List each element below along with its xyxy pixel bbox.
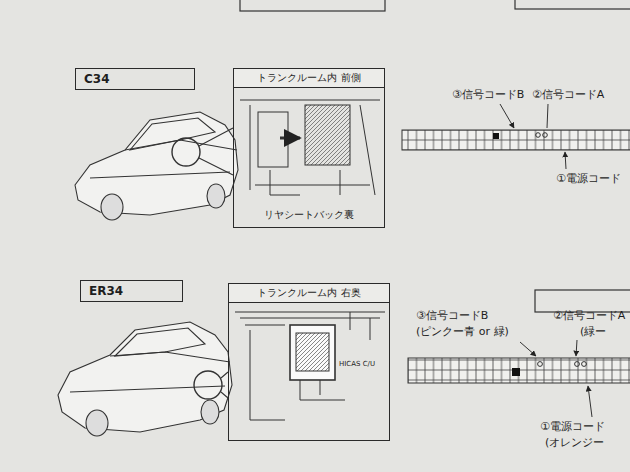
leader-line — [199, 128, 233, 175]
cut-box — [535, 290, 630, 312]
location-heading: トランクルーム内 前側 — [234, 69, 384, 88]
control-unit — [290, 325, 335, 380]
connector-strip — [408, 340, 630, 417]
wire-label: ①電源コード — [556, 172, 621, 185]
model-box: C34 — [75, 68, 195, 90]
pin-mark — [536, 133, 541, 138]
leader-line — [500, 104, 514, 128]
model-name: ER34 — [81, 281, 182, 301]
focus-circle — [194, 371, 222, 399]
leader-line — [588, 386, 592, 417]
car-window — [115, 328, 205, 356]
car-body — [75, 112, 238, 215]
wire-label: (ピンクー青 or 緑) — [416, 325, 509, 338]
pin-mark — [493, 133, 499, 139]
car-body — [58, 322, 232, 432]
trunk-picture — [235, 312, 385, 420]
pin-mark — [538, 362, 543, 367]
pin-mark — [543, 133, 548, 138]
pin-mark — [582, 362, 587, 367]
car-line — [90, 140, 237, 178]
connector-strip — [402, 104, 630, 169]
model-box: ER34 — [80, 280, 183, 302]
leader-line — [221, 372, 228, 398]
leader-line — [565, 152, 566, 169]
control-unit — [296, 333, 329, 371]
connector-strip — [408, 358, 630, 383]
location-note: リヤシートバック裏 — [234, 208, 384, 221]
trunk-line — [245, 325, 285, 420]
trunk-line — [270, 170, 340, 195]
trunk-line — [300, 380, 345, 400]
part-name: HICAS C/U — [339, 360, 375, 369]
cut-box — [240, 0, 630, 312]
trunk-line — [240, 100, 380, 195]
wire-label: (緑ー — [580, 325, 606, 338]
pin-mark — [512, 368, 520, 376]
control-unit — [305, 105, 350, 165]
location-heading: トランクルーム内 右奥 — [229, 284, 389, 303]
car-window — [130, 118, 215, 150]
cut-box — [515, 0, 630, 9]
leader-line — [576, 340, 577, 356]
pointer-arrow — [280, 137, 300, 140]
wire-label: ①電源コード — [540, 420, 605, 433]
car-wheel — [101, 194, 123, 220]
trunk-picture — [240, 100, 380, 195]
car-drawing — [58, 322, 232, 436]
focus-circle — [172, 138, 200, 166]
pin-mark — [575, 362, 580, 367]
wire-label: ②信号コードA — [532, 88, 604, 101]
connector-strip — [402, 130, 630, 150]
car-wheel — [207, 184, 225, 208]
model-name: C34 — [76, 69, 194, 89]
wire-label: (オレンジー — [545, 436, 604, 449]
car-line — [70, 352, 230, 392]
car-drawing — [75, 112, 238, 220]
cut-box — [240, 0, 385, 11]
leader-line — [547, 104, 548, 128]
location-callout: トランクルーム内 前側リヤシートバック裏 — [233, 68, 385, 228]
car-wheel — [201, 400, 219, 424]
leader-line — [520, 342, 536, 356]
wire-label: ③信号コードB — [416, 309, 488, 322]
wire-label: ②信号コードA — [553, 309, 625, 322]
car-wheel — [86, 410, 108, 436]
wire-label: ③信号コードB — [452, 88, 524, 101]
